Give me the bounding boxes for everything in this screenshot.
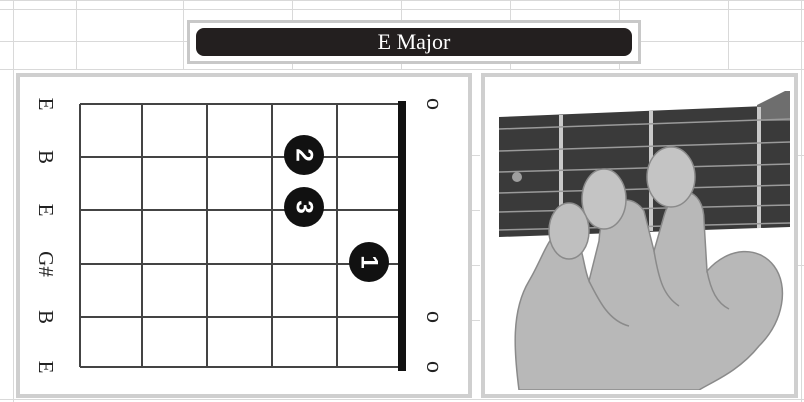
- string-lines: [80, 104, 402, 367]
- hand-photo: [489, 81, 790, 390]
- open-markers: o o o: [421, 98, 447, 373]
- finger-number: 1: [356, 255, 383, 268]
- string-label: E: [34, 204, 58, 217]
- title-frame: E Major: [187, 20, 641, 64]
- string-labels: E B E G# B E: [34, 98, 58, 374]
- finger-number: 3: [291, 200, 318, 213]
- string-label: G#: [34, 251, 58, 277]
- string-label: B: [34, 310, 58, 324]
- open-string-marker: o: [421, 361, 447, 373]
- open-string-marker: o: [421, 98, 447, 110]
- string-label: E: [34, 361, 58, 374]
- chord-diagram: E B E G# B E o o o 2 3 1: [20, 77, 468, 394]
- nut: [398, 101, 406, 371]
- open-string-marker: o: [421, 311, 447, 323]
- string-label: B: [34, 150, 58, 164]
- finger-number: 2: [291, 148, 318, 161]
- chord-diagram-panel: E B E G# B E o o o 2 3 1: [16, 73, 472, 398]
- hand-photo-panel: [481, 73, 798, 398]
- chord-title: E Major: [196, 28, 632, 56]
- string-label: E: [34, 98, 58, 111]
